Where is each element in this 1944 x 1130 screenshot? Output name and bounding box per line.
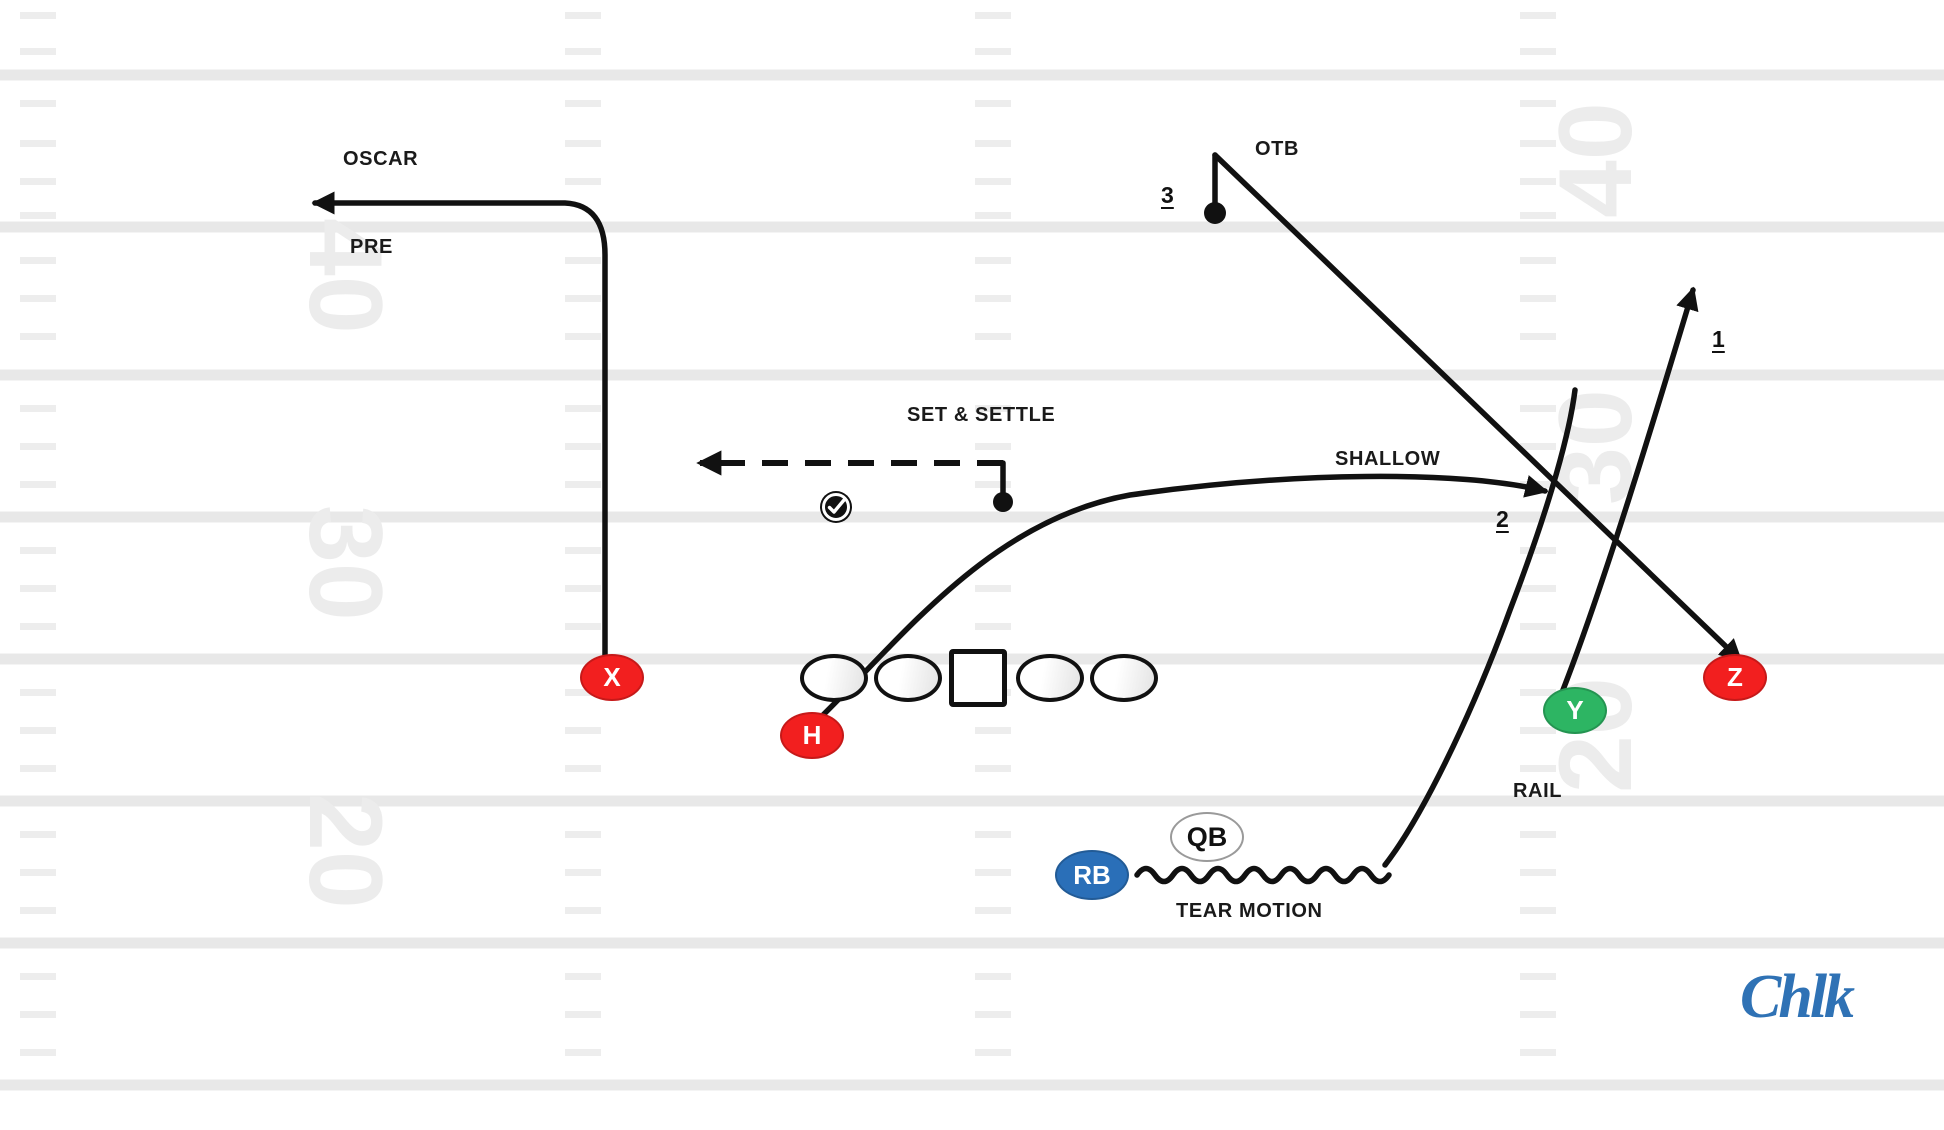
check-circle-icon[interactable] (818, 489, 854, 525)
yard-number: 30 (287, 505, 403, 621)
player-qb[interactable]: QB (1170, 812, 1244, 862)
yard-number: 20 (287, 793, 403, 909)
route-number-1: 1 (1712, 326, 1725, 352)
player-rb[interactable]: RB (1055, 850, 1129, 900)
route-oscar-pre (311, 191, 608, 663)
player-y-label: Y (1566, 695, 1584, 725)
route-number-2: 2 (1496, 506, 1509, 532)
yard-numbers-left: 40 30 20 (287, 218, 403, 909)
player-z-label: Z (1727, 662, 1743, 692)
yard-number: 40 (1538, 102, 1654, 218)
label-rail: RAIL (1513, 780, 1563, 802)
label-pre: PRE (350, 236, 393, 258)
label-set-settle: SET & SETTLE (907, 404, 1056, 426)
route-tear-motion (1134, 865, 1392, 885)
offensive-lineman (1090, 654, 1158, 702)
label-otb: OTB (1255, 138, 1300, 160)
hash-marks (20, 12, 1556, 1056)
label-shallow: SHALLOW (1335, 448, 1441, 470)
player-rb-label: RB (1073, 859, 1111, 890)
route-otb (1212, 152, 1743, 663)
route-number-3: 3 (1161, 182, 1174, 208)
offensive-lineman (1016, 654, 1084, 702)
route-rail (1382, 387, 1578, 868)
otb-terminal-dot (1204, 202, 1226, 224)
chlk-logo: Chlk (1740, 963, 1855, 1031)
route-vertical-1 (1552, 286, 1699, 713)
set-settle-terminal-dot (993, 492, 1013, 512)
player-x-label: X (603, 662, 621, 692)
player-x[interactable]: X (580, 654, 644, 701)
player-qb-label: QB (1186, 821, 1228, 852)
player-y[interactable]: Y (1543, 687, 1607, 734)
player-z[interactable]: Z (1703, 654, 1767, 701)
player-h-label: H (802, 720, 822, 750)
player-h[interactable]: H (780, 712, 844, 759)
route-shallow (817, 473, 1549, 721)
center-lineman (949, 649, 1007, 707)
label-tear-motion: TEAR MOTION (1176, 900, 1323, 922)
offensive-lineman (874, 654, 942, 702)
offensive-lineman (800, 654, 868, 702)
yard-number: 40 (287, 218, 403, 334)
label-oscar: OSCAR (343, 148, 419, 170)
